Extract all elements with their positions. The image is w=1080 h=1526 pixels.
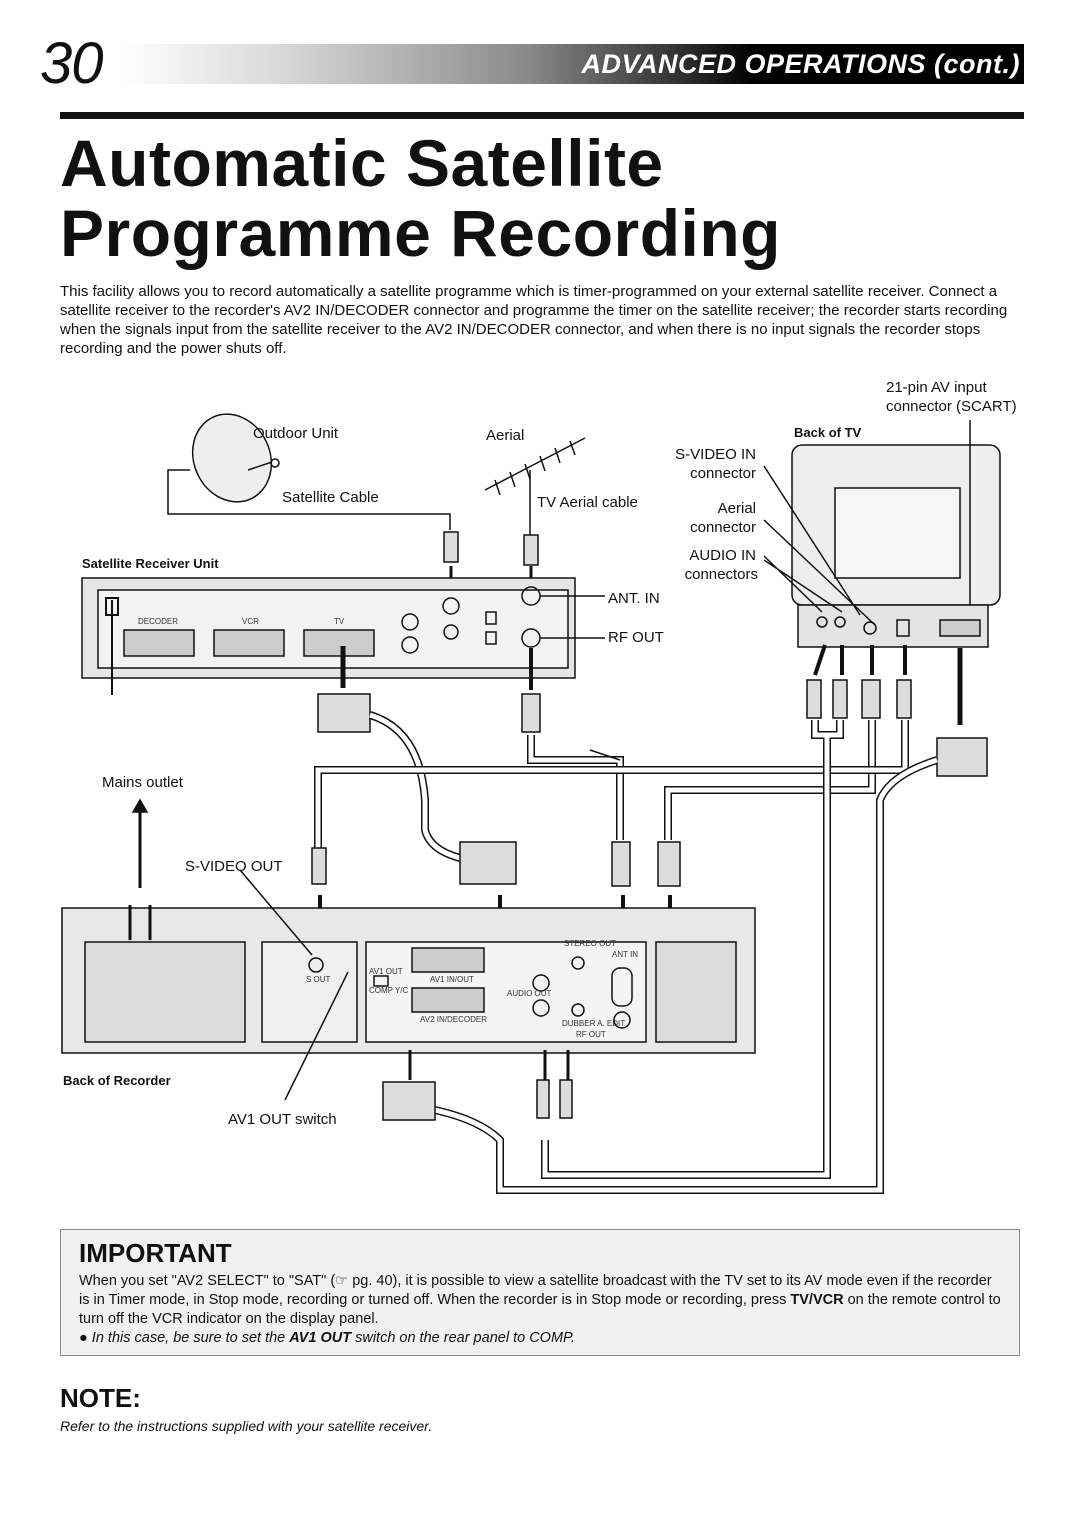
label-rec-ant-in: ANT IN <box>612 950 638 959</box>
label-svideo-out: S-VIDEO OUT <box>185 858 283 875</box>
important-text-1: When you set "AV2 SELECT" to "SAT" (☞ pg… <box>79 1273 992 1308</box>
page-number: 30 <box>40 31 104 96</box>
label-rec-av1-out: AV1 OUT <box>369 967 403 976</box>
important-note: ● In this case, be sure to set the AV1 O… <box>79 1330 575 1346</box>
label-rec-av1-inout: AV1 IN/OUT <box>430 975 474 984</box>
label-svideo-in-conn: connector <box>690 465 756 482</box>
label-rec-rf-out: RF OUT <box>576 1030 606 1039</box>
label-scart-2: connector (SCART) <box>886 398 1017 415</box>
section-title: ADVANCED OPERATIONS (cont.) <box>581 49 1020 79</box>
important-note-post: switch on the rear panel to COMP. <box>351 1330 575 1346</box>
label-rec-stereo: STEREO OUT <box>564 939 616 948</box>
label-satellite-receiver: Satellite Receiver Unit <box>82 556 219 571</box>
label-mains-outlet: Mains outlet <box>102 774 184 791</box>
important-box: IMPORTANT When you set "AV2 SELECT" to "… <box>60 1229 1020 1356</box>
label-aerial: Aerial <box>486 427 524 444</box>
label-rec-av2: AV2 IN/DECODER <box>420 1015 487 1024</box>
page-title: Automatic Satellite Programme Recording <box>60 128 1040 268</box>
label-aerial-conn-2: connector <box>690 519 756 536</box>
connection-diagram: Outdoor Unit Satellite Cable Aerial TV A… <box>61 379 1017 1194</box>
section-header-bar <box>120 44 1024 84</box>
label-tv-aerial-cable: TV Aerial cable <box>537 494 638 511</box>
label-rec-comp: COMP Y/C <box>369 986 408 995</box>
intro-paragraph: This facility allows you to record autom… <box>60 283 1008 357</box>
note-title: NOTE: <box>60 1383 141 1413</box>
label-ant-in: ANT. IN <box>608 590 660 607</box>
title-line-2: Programme Recording <box>60 196 781 270</box>
label-audio-in-conn: connectors <box>685 566 758 583</box>
satellite-receiver-unit <box>81 577 605 695</box>
title-line-1: Automatic Satellite <box>60 126 664 200</box>
important-note-pre: In this case, be sure to set the <box>91 1330 290 1346</box>
label-rec-edit: DUBBER A. EDIT <box>562 1019 625 1028</box>
label-back-of-recorder: Back of Recorder <box>63 1073 171 1088</box>
label-outdoor-unit: Outdoor Unit <box>253 425 339 442</box>
label-audio-in: AUDIO IN <box>689 547 756 564</box>
label-back-of-tv: Back of TV <box>794 425 862 440</box>
important-text: When you set "AV2 SELECT" to "SAT" (☞ pg… <box>79 1272 1004 1348</box>
important-text-2: on the remote control to turn off the VC… <box>79 1292 1001 1327</box>
title-rule <box>60 112 1024 119</box>
label-rec-s-out: S OUT <box>306 975 331 984</box>
recorder-back <box>61 749 756 1101</box>
label-tv: TV <box>334 617 345 626</box>
satellite-dish-icon <box>167 413 451 530</box>
label-scart-1: 21-pin AV input <box>886 379 987 396</box>
tv-back <box>763 420 1001 648</box>
label-satellite-cable: Satellite Cable <box>282 489 379 506</box>
label-av1-out-switch: AV1 OUT switch <box>228 1111 337 1128</box>
label-svideo-in: S-VIDEO IN <box>675 446 756 463</box>
important-note-bold: AV1 OUT <box>289 1330 352 1346</box>
label-rec-audio-out: AUDIO OUT <box>507 989 552 998</box>
aerial-icon <box>484 437 586 535</box>
label-vcr: VCR <box>242 617 259 626</box>
label-rf-out: RF OUT <box>608 629 664 646</box>
important-title: IMPORTANT <box>79 1238 232 1268</box>
label-decoder: DECODER <box>138 617 178 626</box>
tv-vcr-button-label: TV/VCR <box>790 1292 844 1308</box>
note-text: Refer to the instructions supplied with … <box>60 1418 433 1434</box>
label-aerial-conn: Aerial <box>718 500 756 517</box>
